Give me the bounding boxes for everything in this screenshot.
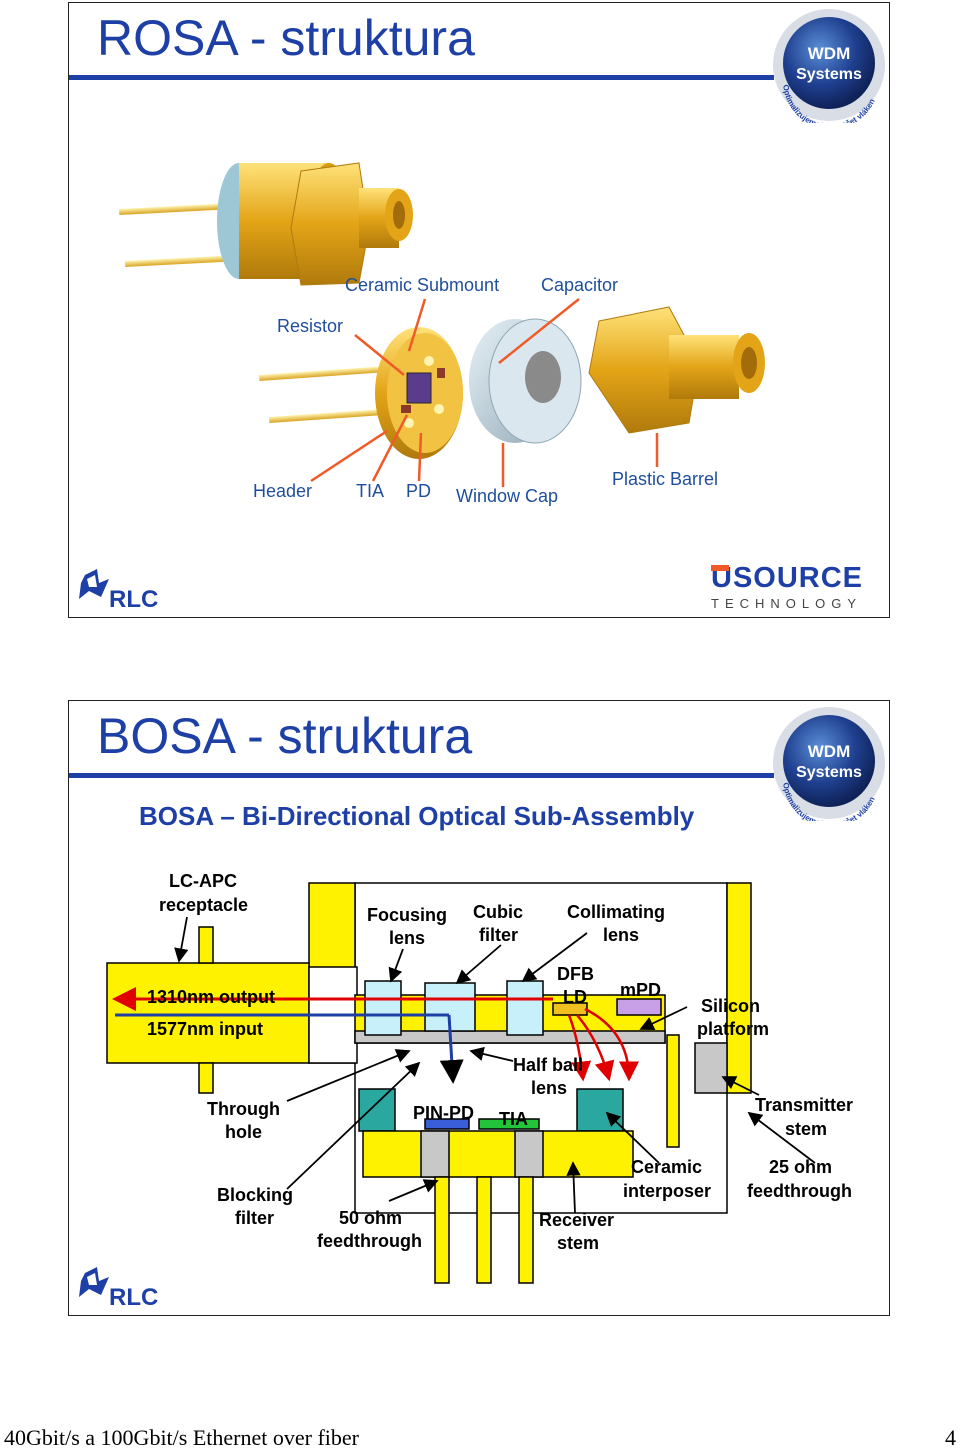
label-half-ball-1: Half ball bbox=[513, 1055, 583, 1075]
label-pd: PD bbox=[406, 481, 431, 501]
label-silicon-1: Silicon bbox=[701, 996, 760, 1016]
label-collimating-1: Collimating bbox=[567, 902, 665, 922]
usource-logo-text: USOURCE bbox=[711, 562, 863, 594]
label-lc-apc-2: receptacle bbox=[159, 895, 248, 915]
label-blocking-2: filter bbox=[235, 1208, 274, 1228]
label-header: Header bbox=[253, 481, 312, 501]
label-through-2: hole bbox=[225, 1122, 262, 1142]
assembled-rosa-illustration bbox=[119, 162, 413, 286]
label-half-ball-2: lens bbox=[531, 1078, 567, 1098]
bosa-cross-section-diagram: LC-APC receptacle Focusing lens Cubic fi… bbox=[106, 871, 853, 1284]
rlc-logo-text: RLC bbox=[109, 586, 158, 611]
label-silicon-2: platform bbox=[697, 1019, 769, 1039]
slide-title: BOSA - struktura bbox=[97, 708, 473, 764]
label-ceramic-2: interposer bbox=[623, 1181, 711, 1201]
pointer-arrows bbox=[174, 916, 816, 1214]
title-rule bbox=[69, 773, 774, 778]
rlc-logo-text: RLC bbox=[109, 1284, 158, 1309]
leader-lines bbox=[310, 298, 659, 487]
label-focusing-2: lens bbox=[389, 928, 425, 948]
rosa-window-cap-illustration bbox=[469, 318, 582, 444]
label-1310nm-output: 1310nm output bbox=[147, 987, 275, 1007]
slide-bosa: BOSA - struktura WDM Systems Optimalizuj… bbox=[68, 700, 890, 1316]
wdm-logo-line2: Systems bbox=[796, 66, 862, 83]
label-cubic-2: filter bbox=[479, 925, 518, 945]
label-tia: TIA bbox=[499, 1109, 528, 1129]
usource-technology-logo: USOURCE TECHNOLOGY bbox=[711, 562, 863, 611]
label-collimating-2: lens bbox=[603, 925, 639, 945]
rosa-exploded-diagram: Ceramic Submount Capacitor Resistor Head… bbox=[119, 162, 765, 506]
label-tia: TIA bbox=[356, 481, 384, 501]
slide-subtitle: BOSA – Bi-Directional Optical Sub-Assemb… bbox=[139, 801, 695, 831]
page-number: 4 bbox=[945, 1425, 956, 1450]
page-footer-text: 40Gbit/s a 100Gbit/s Ethernet over fiber bbox=[4, 1425, 359, 1450]
label-transmitter-1: Transmitter bbox=[755, 1095, 853, 1115]
label-50ohm-1: 50 ohm bbox=[339, 1208, 402, 1228]
label-25ohm-1: 25 ohm bbox=[769, 1157, 832, 1177]
rosa-plastic-barrel-illustration bbox=[588, 306, 765, 434]
label-mpd: mPD bbox=[620, 980, 661, 1000]
label-blocking-1: Blocking bbox=[217, 1185, 293, 1205]
slide-title: ROSA - struktura bbox=[97, 10, 475, 66]
label-focusing-1: Focusing bbox=[367, 905, 447, 925]
bosa-housing bbox=[106, 882, 752, 1284]
label-dfb: DFB bbox=[557, 964, 594, 984]
wdm-logo-line1: WDM bbox=[808, 44, 850, 63]
label-cubic-1: Cubic bbox=[473, 902, 523, 922]
label-1577nm-input: 1577nm input bbox=[147, 1019, 263, 1039]
label-transmitter-2: stem bbox=[785, 1119, 827, 1139]
wdm-logo-line2: Systems bbox=[796, 764, 862, 781]
label-lc-apc-1: LC-APC bbox=[169, 871, 237, 891]
label-capacitor: Capacitor bbox=[541, 275, 618, 295]
rosa-header-illustration bbox=[259, 327, 463, 459]
usource-logo-subtext: TECHNOLOGY bbox=[711, 596, 862, 611]
label-50ohm-2: feedthrough bbox=[317, 1231, 422, 1251]
label-window-cap: Window Cap bbox=[456, 486, 558, 506]
label-25ohm-2: feedthrough bbox=[747, 1181, 852, 1201]
title-rule bbox=[69, 75, 774, 80]
rlc-logo: RLC bbox=[79, 569, 158, 611]
label-pin-pd: PIN-PD bbox=[413, 1103, 474, 1123]
wdm-logo-line1: WDM bbox=[808, 742, 850, 761]
label-receiver-2: stem bbox=[557, 1233, 599, 1253]
label-receiver-1: Receiver bbox=[539, 1210, 614, 1230]
label-plastic-barrel: Plastic Barrel bbox=[612, 469, 718, 489]
label-ceramic-1: Ceramic bbox=[631, 1157, 702, 1177]
label-ceramic-submount: Ceramic Submount bbox=[345, 275, 499, 295]
label-through-1: Through bbox=[207, 1099, 280, 1119]
label-resistor: Resistor bbox=[277, 316, 343, 336]
optical-paths bbox=[112, 987, 639, 1084]
label-ld: LD bbox=[563, 987, 587, 1007]
rlc-logo: RLC bbox=[79, 1267, 158, 1309]
slide-rosa: ROSA - struktura WDM Systems Optimalizuj… bbox=[68, 2, 890, 618]
